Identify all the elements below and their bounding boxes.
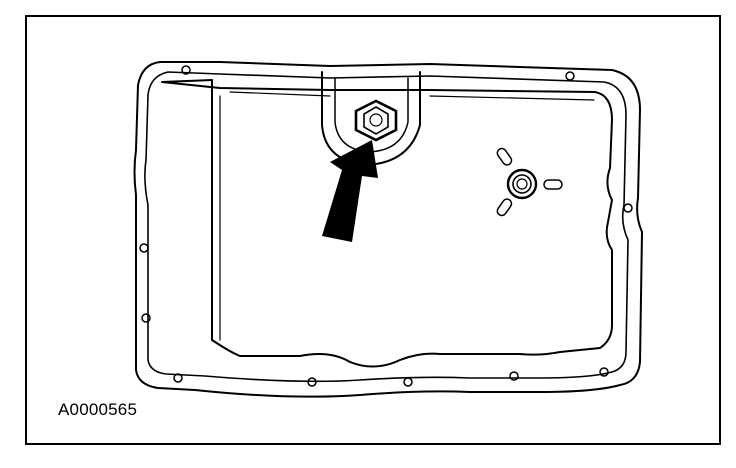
pan-flange-inner <box>144 71 629 383</box>
filter-boss-icon <box>496 147 563 217</box>
bolt-hole <box>141 313 151 323</box>
bolt-hole <box>599 367 609 377</box>
pan-inner-wall <box>161 79 613 368</box>
bolt-hole <box>181 65 191 75</box>
bolt-hole <box>173 373 183 383</box>
bolt-holes <box>139 65 633 387</box>
figure-reference-id: A0000565 <box>58 400 138 419</box>
bolt-hole <box>403 377 413 387</box>
arrow-icon <box>322 140 378 242</box>
bolt-hole <box>565 71 575 81</box>
pan-inner-wall-shadow <box>219 91 595 341</box>
bolt-hole <box>307 377 317 387</box>
bolt-hole <box>509 371 519 381</box>
hex-bolt-icon <box>354 99 398 142</box>
pan-flange-outer <box>133 61 643 398</box>
bolt-hole <box>139 243 149 253</box>
bolt-hole <box>623 203 633 213</box>
